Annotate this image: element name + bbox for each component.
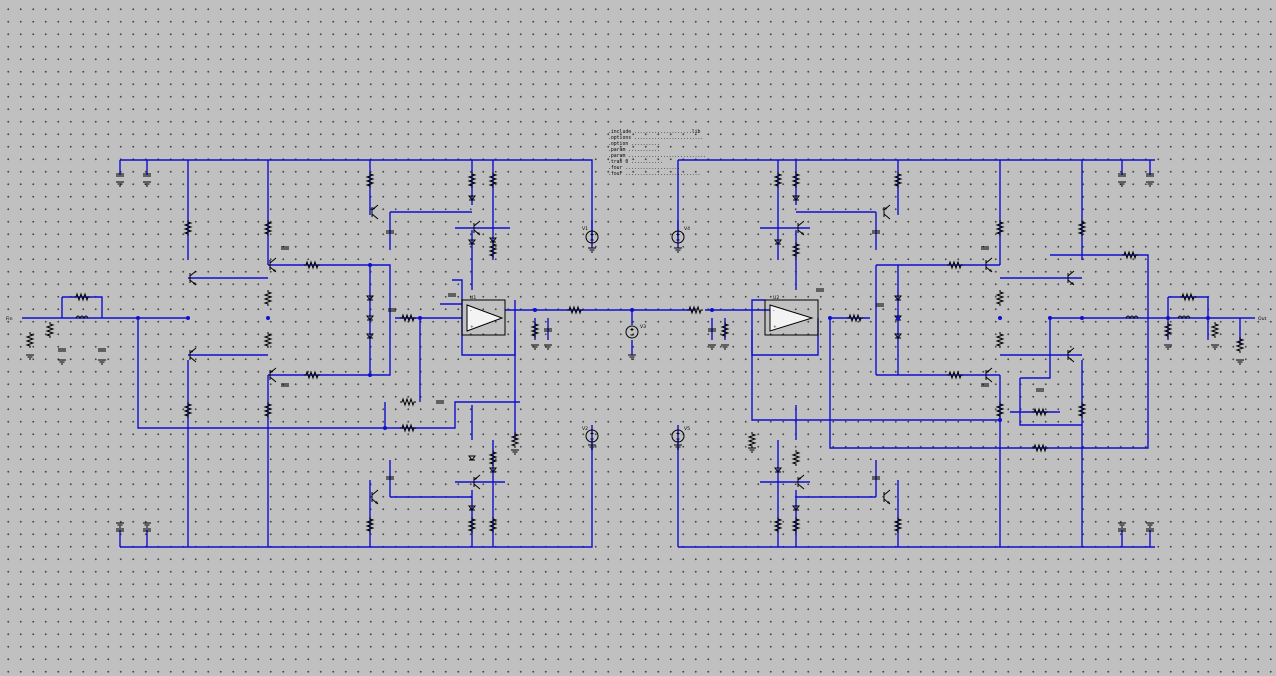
opamp-label-u2: U2 — [773, 295, 779, 301]
spice-directives[interactable]: .include ....................lib .option… — [608, 129, 706, 177]
opamp-label-u1: U1 — [470, 295, 476, 301]
source-label-v4: V4 — [684, 226, 690, 232]
wire-junctions — [136, 263, 1210, 430]
directive-line: .option .......... — [608, 141, 660, 147]
svg-text:-: - — [773, 309, 775, 314]
directive-line: .four ................... — [608, 165, 680, 171]
center-source[interactable] — [625, 310, 639, 355]
directive-line: .tran 0 ........... — [608, 159, 663, 165]
source-label-v2: V2 — [582, 426, 588, 432]
svg-text:-: - — [470, 309, 472, 314]
directive-line: .four .......................... — [608, 171, 700, 177]
right-channel-wiring — [677, 159, 1255, 548]
capacitors[interactable] — [57, 173, 1155, 532]
output-net-label: Out — [1258, 316, 1267, 322]
source-label-v5: V5 — [684, 426, 690, 432]
inductors[interactable] — [75, 315, 1191, 320]
directive-line: .options ........................ — [608, 135, 703, 141]
resistors[interactable] — [26, 171, 1244, 534]
input-net-label: Fin — [6, 316, 13, 322]
diodes[interactable] — [366, 195, 902, 511]
source-label-v1: V1 — [582, 226, 588, 232]
voltage-sources[interactable] — [585, 230, 685, 443]
opamp-u2[interactable]: - + — [764, 299, 819, 336]
left-channel-wiring — [22, 159, 695, 548]
source-label-v3: V3 — [640, 324, 646, 330]
directive-line: .param ........................... — [608, 154, 706, 159]
svg-text:+: + — [773, 324, 777, 330]
svg-text:+: + — [470, 324, 474, 330]
directive-line: .param ........... — [608, 148, 660, 153]
opamp-u1[interactable]: - + — [461, 299, 506, 336]
directive-line: .include ....................lib — [608, 129, 701, 135]
